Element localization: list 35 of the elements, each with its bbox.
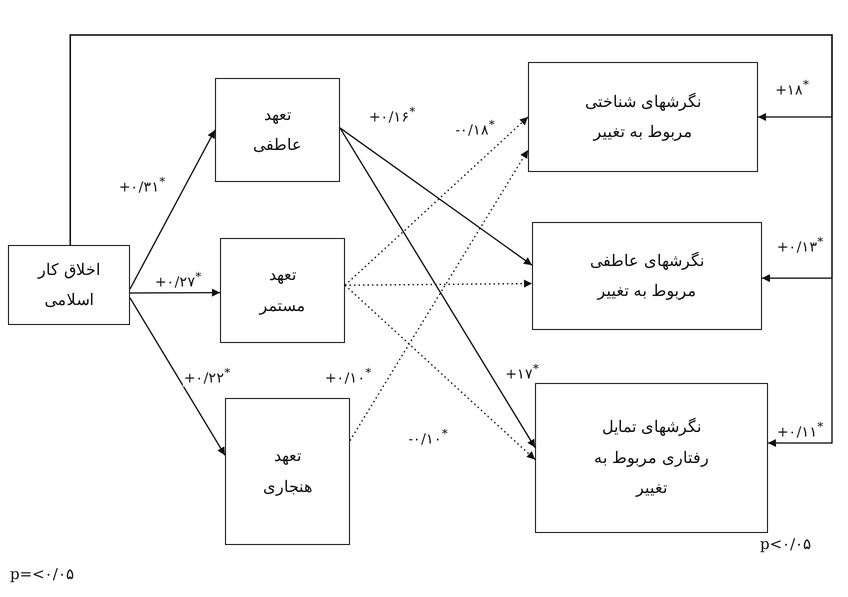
text-box xyxy=(8,245,130,325)
edge-label: +۰/۱۶$^{*}$ xyxy=(368,104,416,126)
edge-label: +۰/۱۱$^{*}$ xyxy=(776,420,824,440)
arrow xyxy=(130,288,220,297)
text-box xyxy=(225,398,350,545)
arrow xyxy=(70,34,833,447)
edge-label: -۰/۱۰$^{*}$ xyxy=(407,426,449,448)
node-text: نگرشهای عاطفی مربوط به تغییر xyxy=(588,250,706,302)
significance-note: p=<۰/۰۵ xyxy=(10,565,74,583)
text-box xyxy=(532,222,762,330)
dotted-arrow xyxy=(349,150,529,441)
edge-label: -۰/۱۸$^{*}$ xyxy=(454,118,496,138)
text-box xyxy=(220,238,345,343)
node-text: نگرشهای شناختی مربوط به تغییر xyxy=(584,90,702,143)
edge-label: +۰/۱۳$^{*}$ xyxy=(776,234,824,256)
arrow xyxy=(129,297,226,456)
edge-label: +۰/۱۰$^{*}$ xyxy=(324,366,372,386)
arrow xyxy=(340,127,532,266)
arrow xyxy=(129,130,216,290)
node-text: تعهد عاطفی xyxy=(252,104,303,156)
arrow xyxy=(339,128,536,448)
text-box xyxy=(535,383,768,533)
node-text: اخلاق کار اسلامی xyxy=(36,258,102,311)
dotted-arrow xyxy=(345,280,532,288)
significance-note: p<۰/۰۵ xyxy=(760,535,812,553)
edge-label: +۰/۲۲$^{*}$ xyxy=(182,366,232,386)
text-box xyxy=(528,62,758,172)
node-text: تعهد مستمر xyxy=(258,264,306,317)
edge-label: +۰/۲۷$^{*}$ xyxy=(154,270,202,290)
dotted-arrow xyxy=(344,116,528,286)
text-box xyxy=(215,78,340,182)
node-text: تعهد هنجاری xyxy=(262,445,313,498)
node-text: نگرشهای تمایل رفتاری مربوط به تغییر xyxy=(592,416,710,500)
edge-label: +۰/۳۱$^{*}$ xyxy=(118,174,166,196)
dotted-arrow xyxy=(344,284,536,460)
